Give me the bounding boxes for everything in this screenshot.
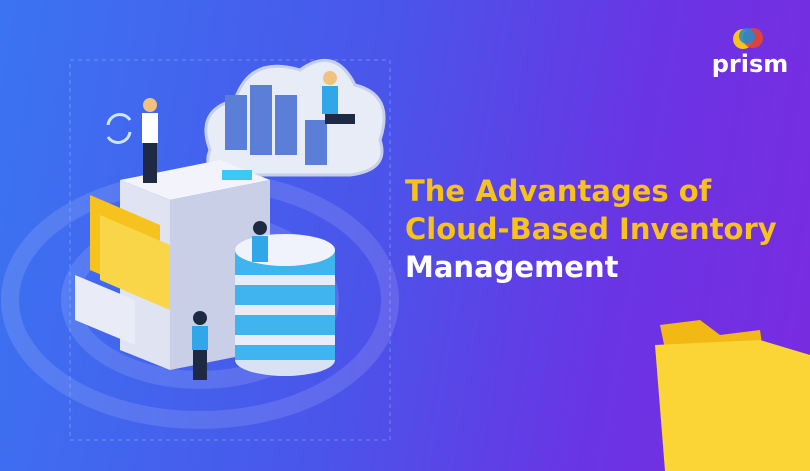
headline: The Advantages of Cloud-Based Inventory … (405, 172, 777, 286)
person-icon (142, 71, 355, 380)
headline-line-3: Management (405, 250, 619, 284)
sync-arrows-icon (106, 113, 132, 144)
folder-drawer-icon (75, 195, 170, 345)
headline-line-1: The Advantages of (405, 174, 712, 208)
cloud-icon (204, 59, 386, 177)
folder-icon (655, 320, 810, 471)
database-icon (235, 234, 335, 376)
prism-logo: prism (705, 24, 795, 84)
prism-logo-mark (733, 28, 763, 49)
headline-line-2: Cloud-Based Inventory (405, 212, 777, 246)
logo-text: prism (711, 50, 789, 78)
